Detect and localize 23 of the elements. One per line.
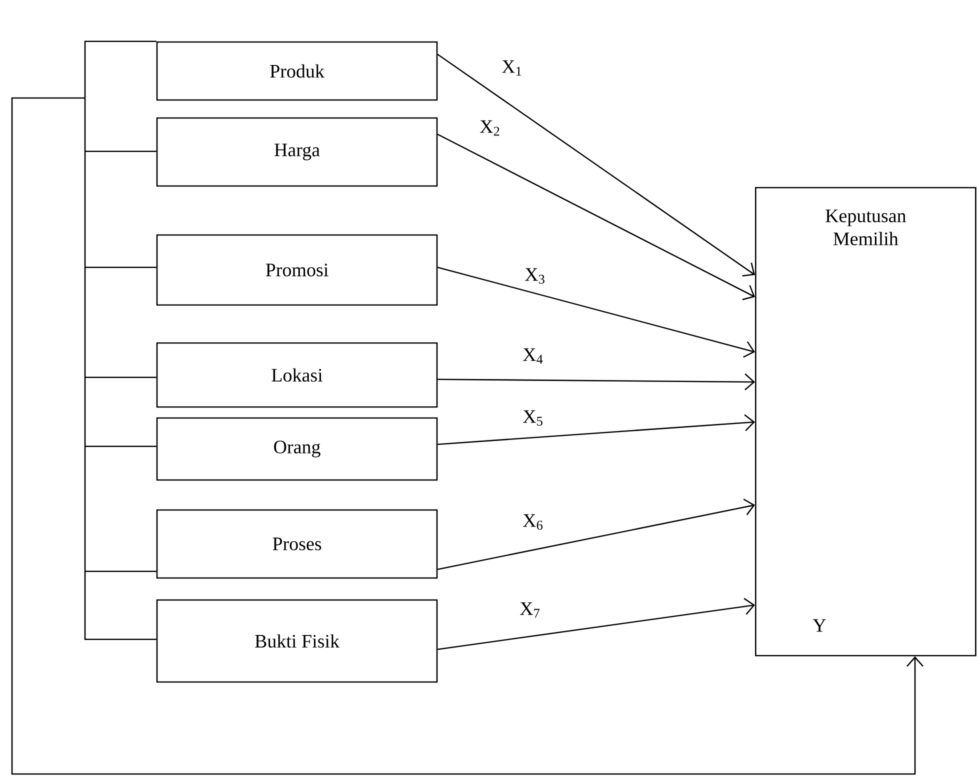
edge-label: X$_{6}$ [523, 514, 543, 530]
arrow [438, 598, 755, 650]
factor-box: Proses [156, 509, 438, 579]
arrow [438, 414, 755, 445]
decision-box: Keputusan Memilih Y [755, 187, 976, 656]
arrow [437, 266, 755, 358]
factor-box: Produk [156, 41, 438, 101]
factor-box: Bukti Fisik [156, 599, 438, 683]
arrow [437, 134, 755, 300]
factor-box: Lokasi [156, 342, 438, 408]
factor-box: Orang [156, 417, 438, 481]
arrow [437, 54, 755, 277]
edge-label: X$_{5}$ [523, 410, 542, 426]
edge-label: X$_{2}$ [480, 120, 500, 136]
feedback-connector [11, 40, 924, 775]
factor-box: Promosi [156, 234, 438, 306]
factor-box: Harga [156, 117, 438, 187]
edge-label: X$_{7}$ [520, 602, 540, 618]
arrow [438, 498, 755, 570]
edge-label: X$_{1}$ [502, 60, 522, 76]
arrow [438, 373, 755, 390]
edge-label: X$_{4}$ [523, 348, 543, 364]
edge-label: X$_{3}$ [525, 268, 544, 284]
